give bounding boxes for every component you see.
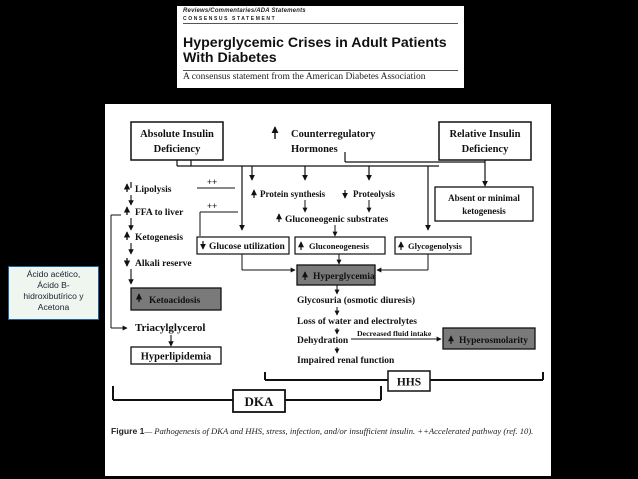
header-rule [183,23,458,24]
alkali-reserve-label: Alkali reserve [135,259,192,269]
counterregulatory-line2: Hormones [291,144,338,155]
caption-label: Figure 1 [111,426,145,436]
gluconeogenesis-label: Gluconeogenesis [309,241,370,251]
dka-label: DKA [245,394,275,409]
absent-ketogenesis-box [434,186,534,222]
gluconeogenic-substrates-label: Gluconeogenic substrates [285,215,388,225]
hyperosmolarity-box [442,327,536,350]
figure-caption: Figure 1— Pathogenesis of DKA and HHS, s… [111,426,541,437]
glycosuria-label: Glycosuria (osmotic diuresis) [297,295,415,306]
ffa-label: FFA to liver [135,208,184,218]
absent-ketogenesis-line1: Absent or minimal [448,193,520,203]
relative-insulin-line2: Deficiency [462,144,509,155]
glycogenolysis-label: Glycogenolysis [408,241,463,251]
article-header: Reviews/Commentaries/ADA Statements CONS… [177,6,464,88]
side-note: Ácido acético, Ácido B- hidroxibutírico … [8,266,99,320]
connector-lines [130,152,488,231]
absolute-insulin-line2: Deficiency [154,144,201,155]
hyperlipidemia-box [130,346,222,365]
hyperglycemia-box [296,264,376,286]
article-subtitle: A consensus statement from the American … [183,72,426,82]
gluconeogenesis-box [294,236,386,255]
pathogenesis-diagram: Absolute Insulin Deficiency Counterregul… [110,121,544,413]
proteolysis-label: Proteolysis [353,189,395,199]
middle-column: Protein synthesis Proteolysis Gluconeoge… [196,189,472,366]
ketogenesis-label: Ketogenesis [135,233,183,243]
lipolysis-label: Lipolysis [135,185,172,195]
side-note-line3: hidroxibutírico y [23,291,84,301]
header-rule-2 [183,70,458,71]
section-label: Reviews/Commentaries/ADA Statements [183,8,306,14]
decreased-fluid-label: Decreased fluid intake [357,329,432,338]
loss-water-label: Loss of water and electrolytes [297,317,417,327]
hyperlipidemia-label: Hyperlipidemia [141,352,212,363]
side-note-line4: Acetona [37,302,70,312]
left-column: Lipolysis FFA to liver Ketogenesis Alkal… [110,177,238,365]
absolute-insulin-box [130,121,224,161]
hhs-box [387,370,431,392]
statement-label: CONSENSUS STATEMENT [183,16,277,22]
hyperglycemia-label: Hyperglycemia [313,272,375,282]
counterregulatory-line1: Counterregulatory [291,129,376,140]
caption-text: — Pathogenesis of DKA and HHS, stress, i… [144,426,534,436]
glycogenolysis-box [394,236,472,255]
ketoacidosis-box [130,287,222,311]
accelerated-mark-1: ++ [207,177,217,187]
ketoacidosis-label: Ketoacidosis [149,296,200,306]
glucose-utilization-box [196,236,290,255]
impaired-renal-label: Impaired renal function [297,356,395,366]
side-note-line1: Ácido acético, [26,269,81,279]
article-title: Hyperglycemic Crises in Adult Patients W… [183,35,447,66]
hyperosmolarity-label: Hyperosmolarity [459,336,528,346]
triacylglycerol-label: Triacylglycerol [135,322,205,334]
relative-insulin-line1: Relative Insulin [450,129,521,140]
glucose-utilization-label: Glucose utilization [209,242,285,252]
absolute-insulin-line1: Absolute Insulin [140,129,214,140]
protein-synthesis-label: Protein synthesis [260,189,326,199]
figure-panel: Absolute Insulin Deficiency Counterregul… [105,104,551,476]
accelerated-mark-2: ++ [207,201,217,211]
dka-box [232,389,286,413]
side-note-line2: Ácido B- [37,280,70,290]
dehydration-label: Dehydration [297,336,349,346]
hhs-label: HHS [397,377,421,389]
absent-ketogenesis-line2: ketogenesis [462,206,506,216]
